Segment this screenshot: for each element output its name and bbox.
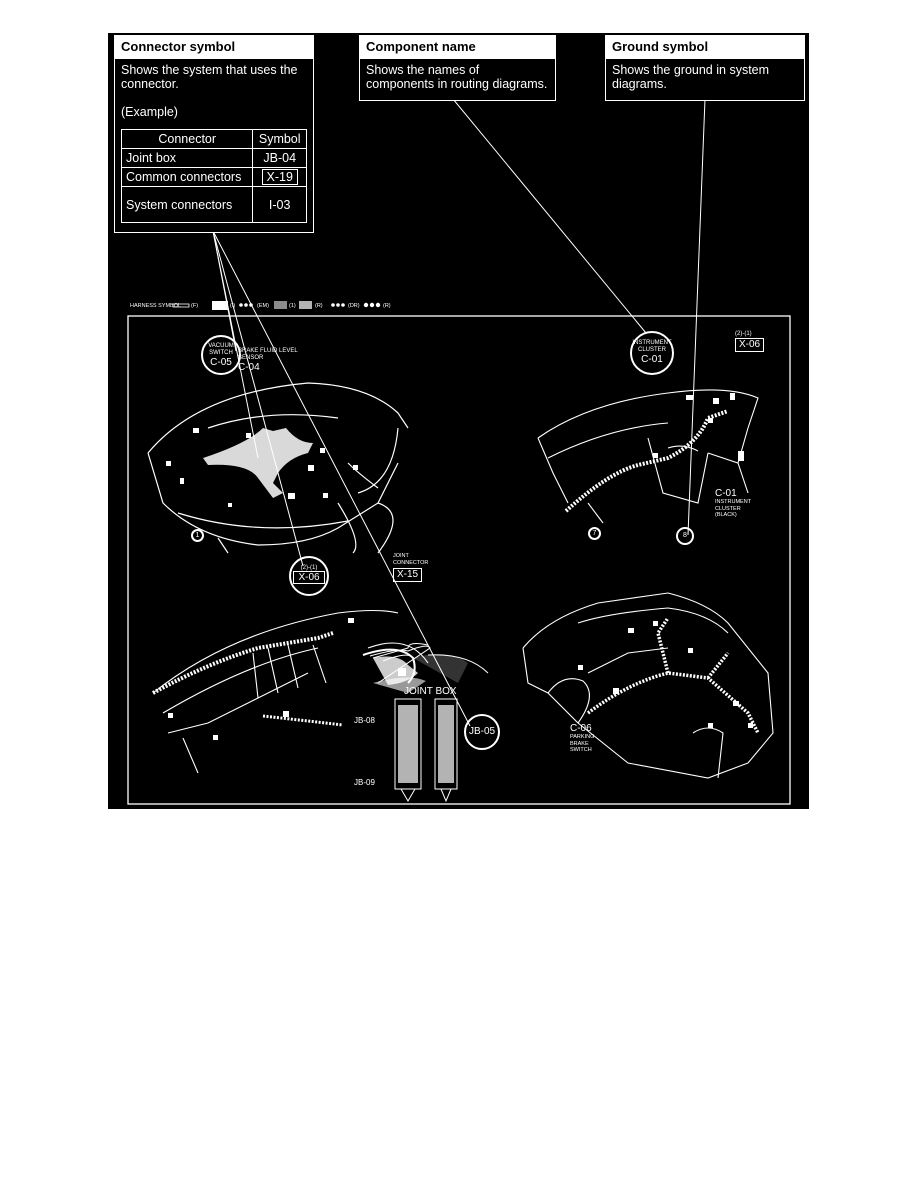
engine-connectors <box>166 428 358 507</box>
ground-number: 8 <box>683 532 687 539</box>
legend-item: (F) <box>191 303 199 309</box>
figure-artwork <box>127 98 791 805</box>
rear-harness <box>586 617 760 734</box>
parking-brake-name: PARKING BRAKE SWITCH <box>570 734 595 753</box>
connector-symbol-description: Shows the system that uses the connector… <box>121 63 298 91</box>
component-name-title: Component name <box>360 36 555 59</box>
jb08-label: JB-08 <box>354 716 375 725</box>
dash-connectors <box>653 393 744 461</box>
instrument-cluster-code: C-01 <box>641 354 663 365</box>
brake-fluid-name: BRAKE FLUID LEVEL SENSOR <box>238 348 298 361</box>
connector-symbol-callout: Connector symbol Shows the system that u… <box>114 35 314 233</box>
legend-item: (R) <box>315 303 323 309</box>
c01-black-code: C-01 <box>715 488 737 499</box>
ground-number: 7 <box>592 530 597 537</box>
vacuum-switch-name: VACUUM SWITCH <box>208 343 234 356</box>
table-row: Joint box JB-04 <box>120 148 307 168</box>
component-name-callout: Component name Shows the names of compon… <box>359 35 556 101</box>
ground-number: 1 <box>195 532 200 539</box>
jb05-marker: JB-05 <box>464 714 500 750</box>
connector-example-table: Connector Symbol Joint box JB-04 Common … <box>120 129 307 223</box>
dash-harness <box>564 409 729 513</box>
legend-item: (I) <box>230 303 236 309</box>
table-row: System connectors I-03 <box>120 186 307 223</box>
table-header-symbol: Symbol <box>252 129 307 149</box>
connector-cell: Common connectors <box>120 167 254 187</box>
legend-item: (R) <box>383 303 391 309</box>
floor-connectors <box>168 618 406 740</box>
legend-item: (EM) <box>257 303 269 309</box>
instrument-cluster-name: INSTRUMENT CLUSTER <box>632 340 672 353</box>
legend-item: (DR) <box>348 303 360 309</box>
joint-connector-code: X-15 <box>393 568 423 582</box>
dashboard-drawing <box>537 389 759 524</box>
leader-lines <box>212 98 706 727</box>
vacuum-switch-code: C-05 <box>210 357 232 368</box>
wiring-routing-figure: HARNESS SYMBOL (F) (I) (EM) (1) (R) (DR)… <box>108 33 809 809</box>
table-header-connector: Connector <box>120 129 254 149</box>
ground-symbol-title: Ground symbol <box>606 36 804 59</box>
diagram-frame <box>127 315 791 805</box>
joint-box-drawing <box>394 698 458 803</box>
harness-legend-swatches <box>172 301 381 310</box>
joint-box-title: JOINT BOX <box>404 686 457 697</box>
ground-marker: 7 <box>588 527 601 540</box>
ground-symbol-description: Shows the ground in system diagrams. <box>612 63 770 91</box>
engine-bay-drawing <box>147 382 409 554</box>
connector-cell: Joint box <box>120 148 254 168</box>
symbol-cell: I-03 <box>252 186 307 223</box>
x06-mid-code: X-06 <box>291 571 327 584</box>
vacuum-switch-marker: VACUUM SWITCH C-05 <box>201 335 241 375</box>
symbol-cell: JB-04 <box>252 148 307 168</box>
brake-fluid-code: C-04 <box>238 362 260 373</box>
x06-top-prefix: (2)-(1) <box>735 331 752 337</box>
parking-brake-code: C-06 <box>570 723 592 734</box>
harness-legend-label: HARNESS SYMBOL <box>130 303 182 309</box>
ground-marker: 1 <box>191 529 204 542</box>
rear-car-drawing <box>522 592 774 779</box>
x06-mid-prefix: (2)-(1) <box>300 565 318 571</box>
floor-drawing <box>152 609 429 774</box>
x06-top-code: X-06 <box>735 338 765 352</box>
ground-symbol-callout: Ground symbol Shows the ground in system… <box>605 35 805 101</box>
instrument-cluster-marker: INSTRUMENT CLUSTER C-01 <box>630 331 674 375</box>
c01-black-name: INSTRUMENT CLUSTER (BLACK) <box>715 499 751 518</box>
symbol-cell: X-19 <box>252 167 307 187</box>
example-label: (Example) <box>121 105 178 119</box>
rear-connectors <box>578 621 753 728</box>
connector-symbol-title: Connector symbol <box>115 36 313 59</box>
engine-harness <box>203 428 313 498</box>
legend-item: (1) <box>289 303 296 309</box>
table-row: Common connectors X-19 <box>120 167 307 187</box>
ground-marker-highlighted: 8 <box>676 527 694 545</box>
joint-connector-name: JOINT CONNECTOR <box>393 553 429 566</box>
boxed-symbol: X-19 <box>261 169 298 185</box>
x06-mid-code-text: X-06 <box>293 571 325 584</box>
floor-harness <box>152 631 334 695</box>
connector-cell: System connectors <box>120 186 254 223</box>
x06-mid-marker: (2)-(1) X-06 <box>289 556 329 596</box>
jb05-code: JB-05 <box>468 726 496 737</box>
component-name-description: Shows the names of components in routing… <box>366 63 548 91</box>
jb09-label: JB-09 <box>354 778 375 787</box>
